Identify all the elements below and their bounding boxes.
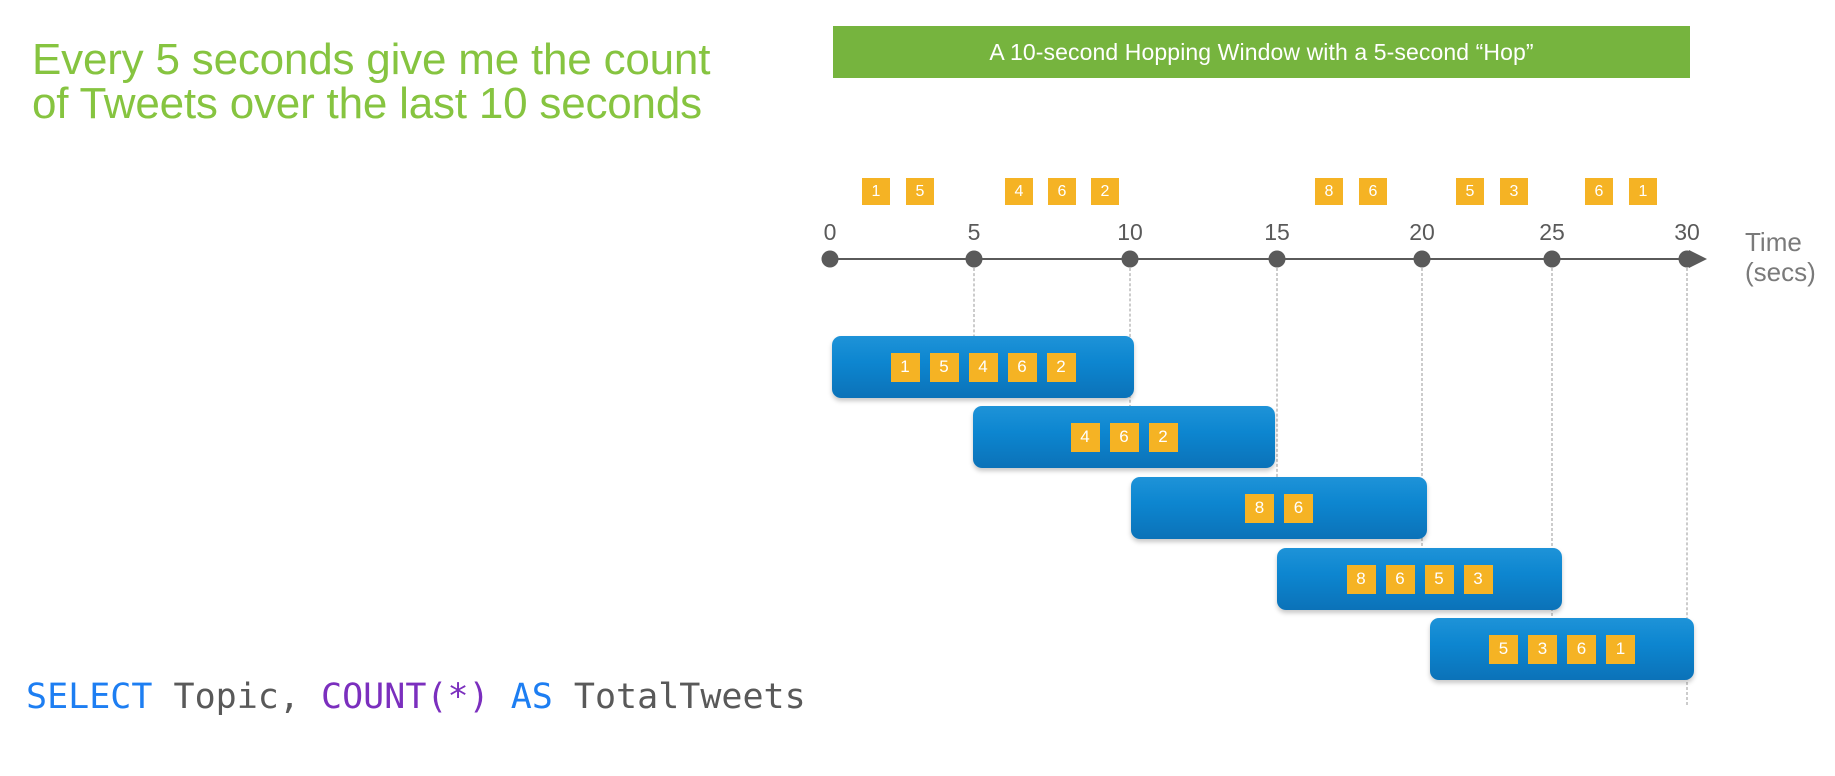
diagram-title-text: A 10-second Hopping Window with a 5-seco… xyxy=(989,38,1534,65)
time-axis-line xyxy=(830,258,1692,260)
window-event-chip: 6 xyxy=(1567,634,1596,664)
timeline-event-chip: 5 xyxy=(1456,178,1484,205)
window-guide-line xyxy=(1276,268,1278,492)
sql-query-block: SELECT Topic, COUNT(*) AS TotalTweets FR… xyxy=(26,578,974,776)
window-guide-line xyxy=(1421,268,1423,561)
window-event-chip: 2 xyxy=(1046,352,1076,382)
timeline-event-chip: 5 xyxy=(906,178,934,205)
timeline-event-chip: 1 xyxy=(1629,178,1657,205)
page-title: Every 5 seconds give me the count of Twe… xyxy=(32,35,711,128)
window-event-chip: 3 xyxy=(1528,634,1557,664)
sql-token: AS xyxy=(510,676,553,717)
axis-tick-dot xyxy=(1268,250,1286,268)
window-guide-line xyxy=(1551,268,1553,631)
timeline-event-chip: 8 xyxy=(1315,178,1343,205)
axis-tick-label: 10 xyxy=(1117,219,1143,245)
timeline-event-chip: 3 xyxy=(1500,178,1528,205)
window-event-chip: 2 xyxy=(1148,422,1178,452)
window-event-chip: 4 xyxy=(968,352,998,382)
timeline-event-chip: 2 xyxy=(1091,178,1119,205)
timeline-event-chip: 6 xyxy=(1359,178,1387,205)
window-event-chip: 6 xyxy=(1007,352,1037,382)
window-guide-line xyxy=(973,268,975,358)
axis-tick-dot xyxy=(1678,250,1696,268)
timeline-event-chip: 6 xyxy=(1585,178,1613,205)
sql-token: COUNT(*) xyxy=(321,676,490,717)
axis-tick-dot xyxy=(965,250,983,268)
timeline-event-chip: 6 xyxy=(1048,178,1076,205)
window-guide-line xyxy=(1686,268,1688,705)
axis-tick-label: 25 xyxy=(1539,219,1565,245)
window-event-chip: 6 xyxy=(1385,564,1415,594)
window-event-chip: 5 xyxy=(929,352,959,382)
diagram-title-banner: A 10-second Hopping Window with a 5-seco… xyxy=(833,26,1690,78)
window-event-chip: 3 xyxy=(1463,564,1493,594)
window-event-chip: 4 xyxy=(1070,422,1100,452)
axis-tick-label: 15 xyxy=(1264,219,1290,245)
axis-tick-label: 0 xyxy=(823,219,837,245)
axis-tick-label: 5 xyxy=(967,219,981,245)
axis-tick-dot xyxy=(1121,250,1139,268)
sql-token xyxy=(490,677,511,717)
window-event-chip: 8 xyxy=(1346,564,1376,594)
window-event-chip: 6 xyxy=(1109,422,1139,452)
axis-tick-label: 30 xyxy=(1674,219,1700,245)
timeline-event-chip: 4 xyxy=(1005,178,1033,205)
axis-tick-dot xyxy=(1413,250,1431,268)
timeline-event-chip: 1 xyxy=(862,178,890,205)
time-axis-label: Time (secs) xyxy=(1745,227,1816,288)
sql-line-select: SELECT Topic, COUNT(*) AS TotalTweets xyxy=(26,674,974,722)
window-event-chip: 5 xyxy=(1489,634,1518,664)
window-event-chip: 1 xyxy=(890,352,920,382)
sql-token: SELECT xyxy=(26,676,174,717)
window-event-chip: 6 xyxy=(1284,493,1313,523)
window-event-chip: 5 xyxy=(1424,564,1454,594)
axis-tick-dot xyxy=(821,250,839,268)
window-event-chip: 1 xyxy=(1606,634,1635,664)
window-event-chip: 8 xyxy=(1245,493,1274,523)
axis-tick-dot xyxy=(1543,250,1561,268)
sql-token: TotalTweets xyxy=(552,676,806,717)
time-axis-label-line1: Time xyxy=(1745,227,1802,257)
time-axis-label-line2: (secs) xyxy=(1745,256,1816,287)
sql-token: Topic, xyxy=(173,676,322,717)
axis-tick-label: 20 xyxy=(1409,219,1435,245)
